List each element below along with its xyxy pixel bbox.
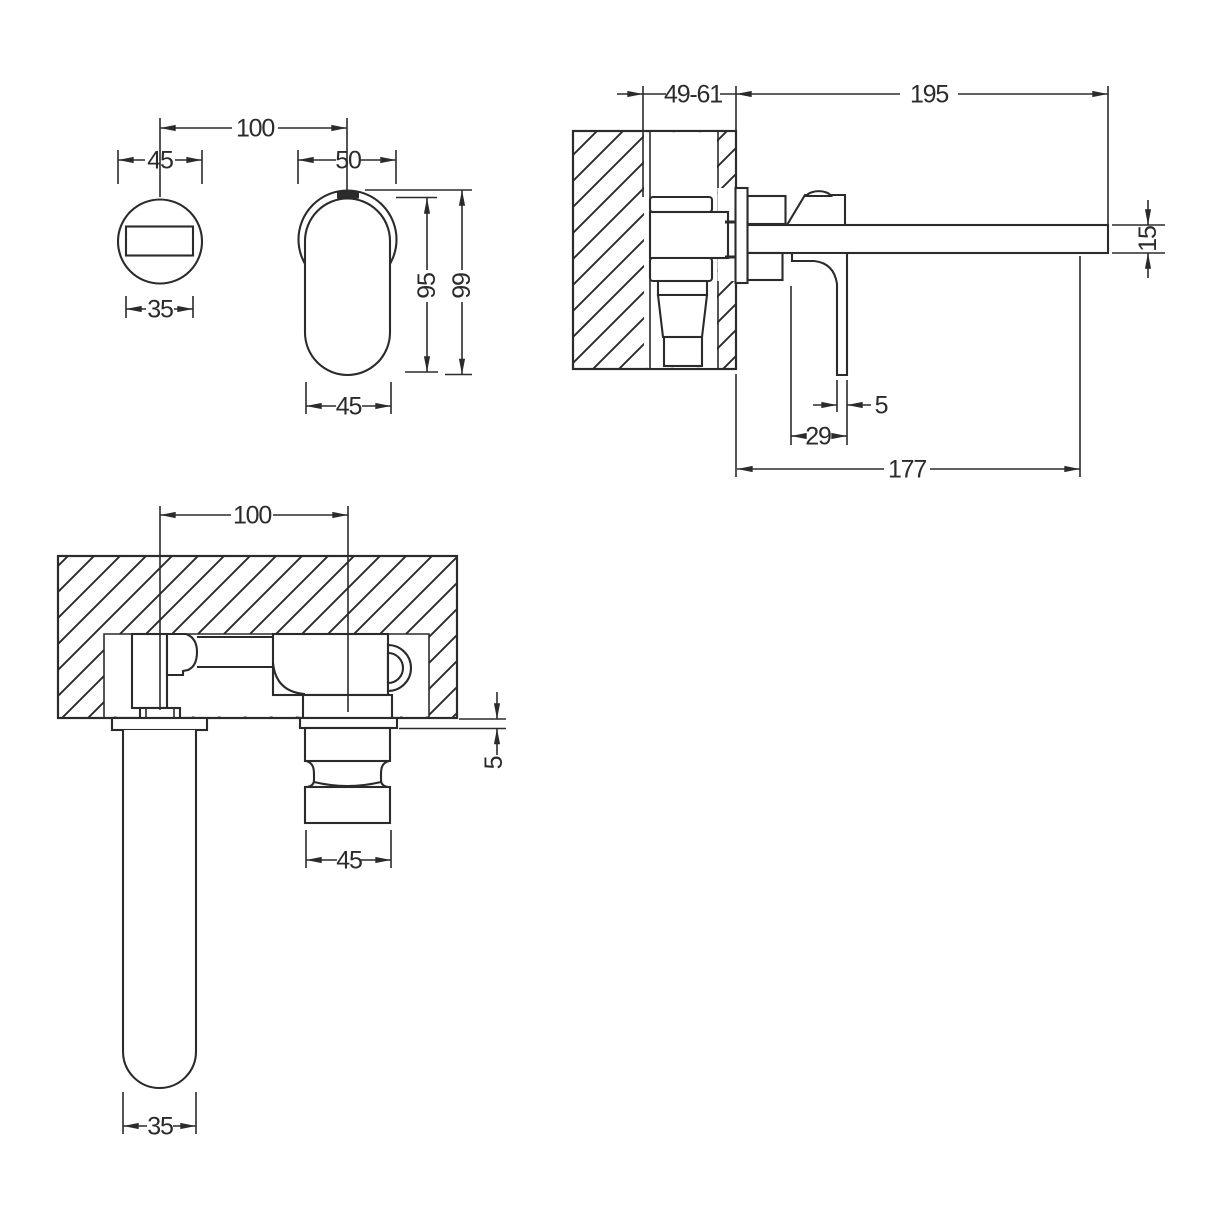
dim-side-projection: 177 bbox=[888, 456, 926, 484]
dim-side-wall-depth: 49-61 bbox=[664, 81, 722, 109]
cartridge-head bbox=[656, 279, 709, 297]
spout-foot-ticks bbox=[145, 708, 175, 718]
handle-lever-side bbox=[790, 251, 849, 377]
spout-wall-plate-section bbox=[110, 716, 209, 732]
dim-side-lever-thickness: 5 bbox=[875, 392, 888, 420]
front-section-view: 100 5 45 35 bbox=[56, 502, 508, 1141]
extension-lines bbox=[735, 256, 1081, 477]
extension-lines bbox=[399, 718, 506, 730]
centre-lines bbox=[159, 118, 348, 197]
cartridge-stem bbox=[662, 335, 704, 368]
spout-side bbox=[744, 223, 1110, 255]
extension-lines bbox=[297, 150, 397, 184]
extension-lines bbox=[125, 296, 194, 318]
mixer-body-upper bbox=[746, 194, 787, 226]
mixer-body-lower bbox=[746, 251, 784, 282]
extension-lines bbox=[836, 380, 848, 445]
valve-elbow-arc bbox=[271, 662, 306, 696]
side-section-view: 49-61 195 15 5 29 177 bbox=[571, 81, 1165, 484]
handle-base bbox=[785, 193, 847, 227]
dim-bottom-centres: 100 bbox=[233, 502, 271, 530]
handle-clip-mark bbox=[337, 191, 359, 199]
wall-flange-plate bbox=[734, 186, 749, 285]
handle-upper-block bbox=[303, 726, 392, 763]
extension-lines bbox=[365, 189, 472, 376]
dim-front-spout-plate-width: 45 bbox=[147, 147, 173, 175]
handle-lower-block bbox=[303, 785, 392, 825]
centre-lines bbox=[159, 506, 349, 712]
handle-wall-plate-section bbox=[298, 716, 399, 730]
extension-lines bbox=[117, 150, 203, 184]
inlet-port bbox=[386, 651, 404, 685]
spout-connection-body bbox=[130, 632, 169, 710]
extension-lines bbox=[305, 382, 392, 414]
valve-top-step bbox=[648, 195, 714, 214]
handle-base-dome bbox=[803, 190, 833, 198]
valve-body bbox=[648, 210, 730, 260]
dim-bottom-spout-width: 35 bbox=[147, 1113, 173, 1141]
spout-outlet-slot bbox=[124, 225, 195, 257]
valve-block bbox=[271, 632, 390, 697]
handle-collar bbox=[305, 759, 390, 789]
dim-side-spout-thickness: 15 bbox=[1134, 226, 1162, 252]
extension-lines bbox=[122, 1092, 197, 1134]
extension-lines bbox=[396, 196, 438, 373]
dim-front-outlet-width: 35 bbox=[147, 296, 173, 324]
spout-tube bbox=[121, 730, 198, 1089]
dim-front-handle-height: 95 bbox=[413, 273, 441, 299]
dim-side-spout-length: 195 bbox=[910, 81, 948, 109]
link-pipe bbox=[197, 635, 273, 669]
cartridge-taper bbox=[656, 293, 709, 339]
handle-lever-front bbox=[303, 197, 392, 376]
dim-bottom-handle-width: 45 bbox=[336, 847, 362, 875]
extension-lines bbox=[1112, 224, 1165, 254]
dim-bottom-plate-thickness: 5 bbox=[480, 756, 508, 769]
dim-side-lever-offset: 29 bbox=[805, 423, 831, 451]
dim-front-handle-body-width: 45 bbox=[336, 393, 362, 421]
dim-front-centres: 100 bbox=[236, 115, 274, 143]
dim-front-overall-height: 99 bbox=[448, 273, 476, 299]
recess-border bbox=[103, 633, 430, 717]
front-elevation-view: 100 45 35 50 45 95 99 bbox=[116, 115, 476, 421]
spout-elbow bbox=[165, 632, 199, 677]
extension-lines bbox=[305, 830, 392, 868]
dim-front-handle-plate-width: 50 bbox=[335, 147, 361, 175]
valve-bottom-step bbox=[648, 256, 714, 283]
